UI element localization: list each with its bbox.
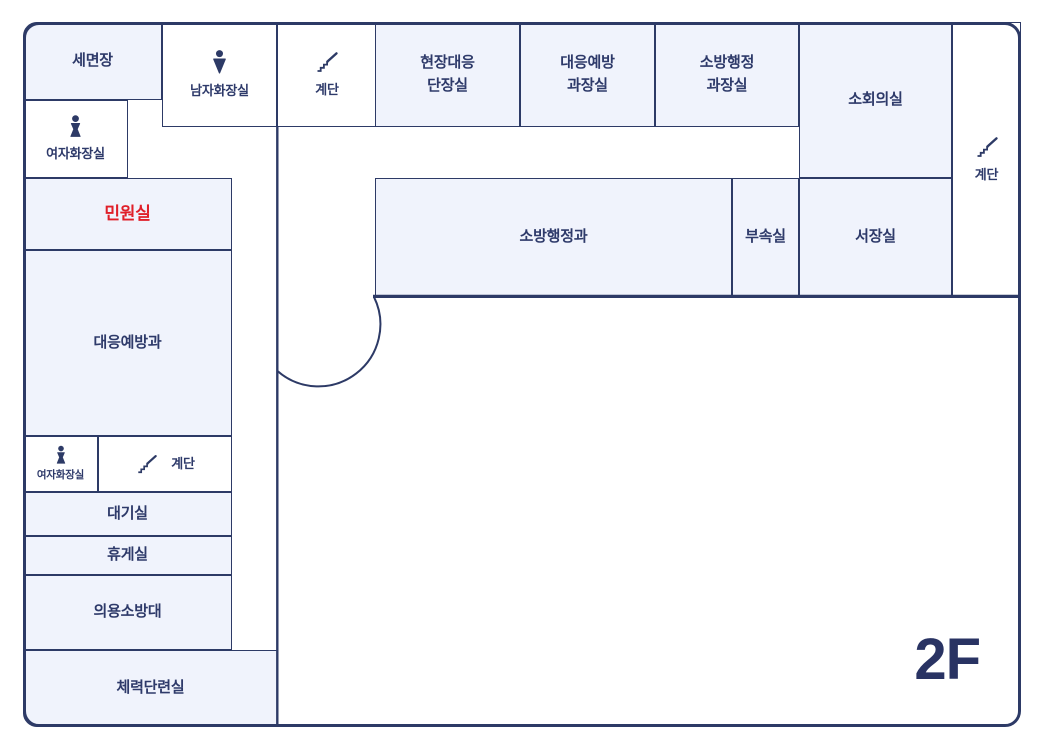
room-label: 의용소방대 — [93, 603, 162, 621]
room-volunteer-fire-brigade: 의용소방대 — [23, 575, 232, 650]
female-icon — [56, 445, 65, 464]
room-label: 계단 — [171, 456, 195, 472]
room-label: 민원실 — [104, 204, 151, 224]
door-swing-arc — [276, 296, 382, 388]
floor-label: 2F — [914, 627, 981, 692]
room-label: 대기실 — [107, 504, 148, 522]
room-label: 소회의실 — [848, 90, 903, 108]
room-label-lines: 소방행정 과장실 — [699, 52, 755, 97]
stairs-icon — [317, 51, 338, 72]
room-label-line1: 현장대응 — [420, 54, 475, 71]
room-label: 계단 — [315, 81, 339, 97]
room-label: 부속실 — [745, 228, 786, 246]
room-label: 체력단련실 — [116, 679, 185, 697]
room-annex: 부속실 — [732, 178, 799, 297]
room-fire-chief-office: 서장실 — [799, 178, 952, 297]
room-label-lines: 현장대응 단장실 — [420, 52, 475, 97]
room-label-line2: 과장실 — [706, 76, 748, 94]
room-womens-restroom-lower: 여자화장실 — [23, 436, 98, 492]
room-label: 여자화장실 — [36, 468, 85, 481]
room-label: 소방행정과 — [519, 228, 588, 246]
room-waiting: 대기실 — [23, 492, 232, 536]
room-stairs-right: 계단 — [952, 22, 1021, 297]
room-label: 남자화장실 — [190, 82, 249, 98]
room-field-response-director-office: 현장대응 단장실 — [375, 22, 520, 127]
room-civil-affairs: 민원실 — [23, 178, 232, 250]
room-label-line2: 단장실 — [427, 76, 468, 94]
room-label-line1: 소방행정 — [699, 54, 755, 71]
room-fire-admin-division: 소방행정과 — [375, 178, 732, 297]
male-icon — [213, 49, 226, 74]
room-small-conference: 소회의실 — [799, 22, 952, 178]
room-stairs-lower: 계단 — [98, 436, 232, 492]
room-label-line2: 과장실 — [567, 76, 608, 94]
female-icon — [70, 115, 81, 138]
room-break-room: 휴게실 — [23, 536, 232, 575]
room-response-prevention-division: 대응예방과 — [23, 250, 232, 436]
room-label: 서장실 — [855, 228, 896, 246]
room-label-line1: 대응예방 — [560, 54, 615, 71]
room-mens-restroom: 남자화장실 — [162, 22, 277, 127]
room-womens-restroom-upper: 여자화장실 — [23, 100, 128, 178]
room-label: 세면장 — [72, 51, 113, 69]
stairs-icon — [138, 455, 158, 474]
room-label-lines: 대응예방 과장실 — [560, 52, 615, 97]
room-washroom: 세면장 — [23, 22, 162, 100]
room-label: 여자화장실 — [46, 146, 105, 162]
room-label: 휴게실 — [107, 546, 148, 564]
room-label: 대응예방과 — [93, 333, 162, 351]
room-fire-admin-chief-office: 소방행정 과장실 — [655, 22, 799, 127]
stairs-icon — [977, 136, 998, 157]
room-response-prevention-chief-office: 대응예방 과장실 — [520, 22, 655, 127]
room-fitness: 체력단련실 — [23, 650, 278, 727]
room-stairs-top: 계단 — [277, 22, 377, 127]
room-label: 계단 — [974, 166, 999, 182]
